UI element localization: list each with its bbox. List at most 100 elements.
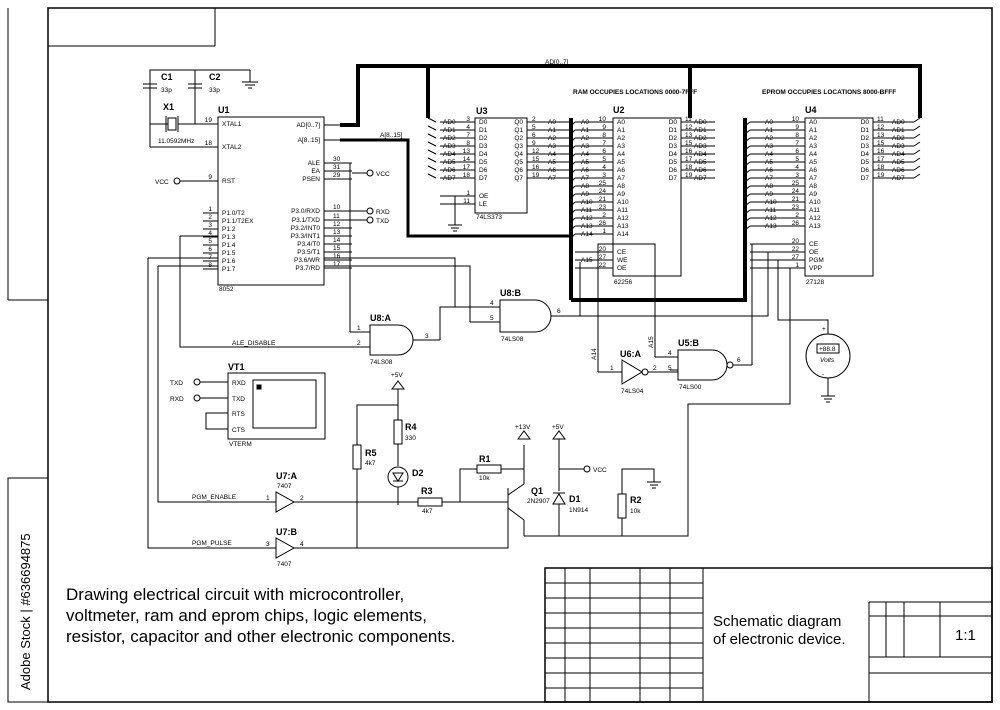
u1-pin-name: P1.2 [222,226,236,233]
u2-pin-name: D4 [669,151,678,158]
u4-bus-label: A0 [765,119,773,126]
u4-pin-number: 26 [792,220,800,227]
u2-part: 62256 [614,279,632,286]
u6a-ref: U6:A [620,349,642,359]
u4-pin-name: A4 [809,151,817,158]
u4-pin-name: A7 [809,175,817,182]
u2-pin-name: D7 [669,175,678,182]
u4-pin-number: 5 [795,156,799,163]
bus-entry [744,169,751,175]
u2-pin-number: 24 [599,188,607,195]
u7a-pin1: 1 [266,495,270,502]
u1-pin-name: P1.6 [222,258,236,265]
u2-pin-number: 6 [602,148,606,155]
u2-pin-number: 13 [685,132,693,139]
u4-pin-number: 27 [792,254,800,261]
u4-part: 27128 [806,279,824,286]
u4-pin-name: D0 [861,119,870,126]
u3-pin-name: D7 [479,175,488,182]
r1-ref: R1 [479,454,491,464]
vt1-terminal [193,372,326,440]
bus-entry [744,209,751,215]
u4-pin-number: 7 [795,140,799,147]
bus-entry [570,161,576,167]
u4-bus-label: A7 [765,175,773,182]
u2-ref: U2 [613,105,625,115]
u1-pin-number: 15 [333,245,341,252]
u4-pin-name: A10 [809,199,821,206]
u2-bus-label: A0 [581,119,589,126]
u3-pin-number: 19 [532,172,540,179]
u1-pin-name: ALE [308,160,321,167]
bus-entry [570,201,576,207]
u2-bus-label: A3 [581,143,589,150]
u1-pin-number: 4 [208,230,212,237]
u1-pin-number: 13 [333,229,341,236]
d2-ref: D2 [412,468,424,478]
bus-entry [427,165,437,171]
u4-pin-number: 16 [877,148,885,155]
u6a-inverter [598,359,678,385]
d1-ref: D1 [569,494,581,504]
u4-bus-label: AD2 [892,135,905,142]
u1-pin-name: XTAL1 [222,121,242,128]
u8b-part: 74LS08 [501,336,524,343]
u1-pin-number: 9 [208,174,212,181]
u3-bus-label: AD4 [443,151,456,158]
bus-entry [744,217,751,223]
r2-ref: R2 [630,495,642,505]
voltmeter [805,333,851,379]
u4-pin-number: 1 [795,262,799,269]
u2-pin-name: D2 [669,135,678,142]
bus-entry [427,133,437,139]
u1-pin-name: P3.2/INT0 [291,225,321,232]
u2-bus-label: AD0 [694,119,707,126]
u1-pin-name: XTAL2 [222,144,242,151]
bus-entry [570,225,576,231]
u3-pin-name: Q7 [514,175,523,182]
u3-bus-label: A6 [548,167,556,174]
u2-pin-name: D0 [669,119,678,126]
u2-pin-name: A2 [617,135,625,142]
u2-bus-label: AD2 [694,135,707,142]
bus-entry [570,233,576,239]
u3-pin-name: Q1 [514,127,523,134]
u2-pin-name: D1 [669,127,678,134]
u3-pin-name: D6 [479,167,488,174]
u3-oe-ground [448,195,475,232]
u2-pin-name: A0 [617,119,625,126]
u4-pin-name: D6 [861,167,870,174]
eprom-note: EPROM OCCUPIES LOCATIONS 8000-BFFF [762,89,896,96]
u1-pin-number: 19 [205,117,213,124]
u3-pin-name: Q4 [514,151,523,158]
u3-pin-name: Q0 [514,119,523,126]
u2-bus-label: A11 [581,207,592,214]
programming-circuit [147,257,791,559]
u1-pin-number: 18 [205,140,213,147]
u1-pin-name: P3.4/T0 [297,241,320,248]
bus-entry [744,129,751,135]
u7a-pin2: 2 [300,495,304,502]
bus-entry [744,201,751,207]
u1-right-pins: AD[0..7]A[8..15]30ALE31EA29PSEN10P3.0/RX… [291,122,352,272]
u2-pin-number: 9 [602,124,606,131]
u1-left-pins: 19XTAL118XTAL29RST1P1.0/T22P1.1/T2EX3P1.… [203,117,254,273]
u2-pin-name: D5 [669,159,678,166]
u3-pin-number: 11 [463,198,470,205]
u2-bus-label: A1 [581,127,589,134]
u2-bus-label: AD3 [694,143,707,150]
voltmeter-minus: - [822,371,824,378]
u4-pin-number: 24 [792,188,800,195]
vt1-pin-cts: CTS [232,427,246,434]
u4-pin-number: 17 [877,156,885,163]
r4-value: 330 [405,435,416,442]
u1-pin-number: 10 [333,204,341,211]
u6a-pin1: 1 [610,365,614,372]
u2-pin-number: 16 [685,148,693,155]
u4-pin-name: A2 [809,135,817,142]
u1-pin-number: 5 [208,238,212,245]
plus5v-label-2: +5V [552,424,564,431]
u3-bus-label: A2 [548,135,556,142]
